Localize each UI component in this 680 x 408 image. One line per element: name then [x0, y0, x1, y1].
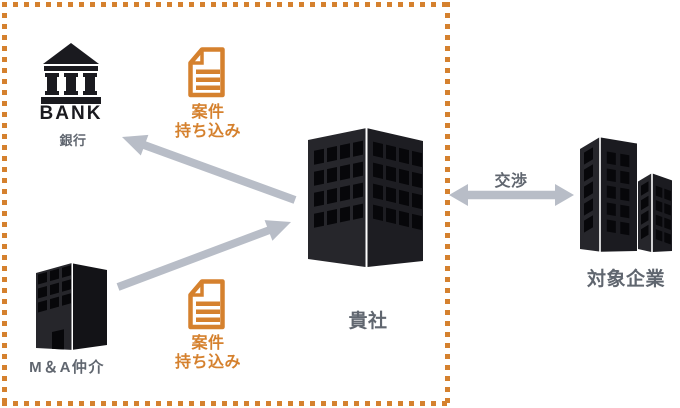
document-bottom-label-line2: 持ち込み: [174, 354, 241, 371]
negotiation-label: 交渉: [494, 173, 528, 190]
target-company-buildings-icon: [580, 137, 672, 252]
your-company-building-icon: [308, 128, 423, 267]
your-company-label: 貴社: [348, 311, 388, 332]
negotiation-double-arrow-icon: [449, 184, 574, 206]
bank-icon-text: BANK: [39, 103, 103, 124]
document-top-label-line1: 案件: [191, 104, 225, 121]
document-bottom-label-line1: 案件: [191, 335, 225, 352]
target-company-label: 対象企業: [586, 269, 665, 290]
document-top-label-line2: 持ち込み: [174, 123, 241, 140]
arrow-to-your-company-icon: [116, 220, 291, 291]
document-top-label: 案件 持ち込み: [148, 103, 268, 141]
document-bottom-label: 案件 持ち込み: [148, 334, 268, 372]
ma-broker-label: M＆A仲介: [29, 359, 105, 376]
document-top-icon: [188, 47, 225, 98]
ma-broker-building-icon: [36, 263, 107, 350]
bank-label: 銀行: [59, 133, 87, 148]
document-bottom-icon: [188, 279, 225, 330]
bank-icon: [41, 43, 101, 104]
arrow-to-bank-icon: [122, 134, 297, 204]
